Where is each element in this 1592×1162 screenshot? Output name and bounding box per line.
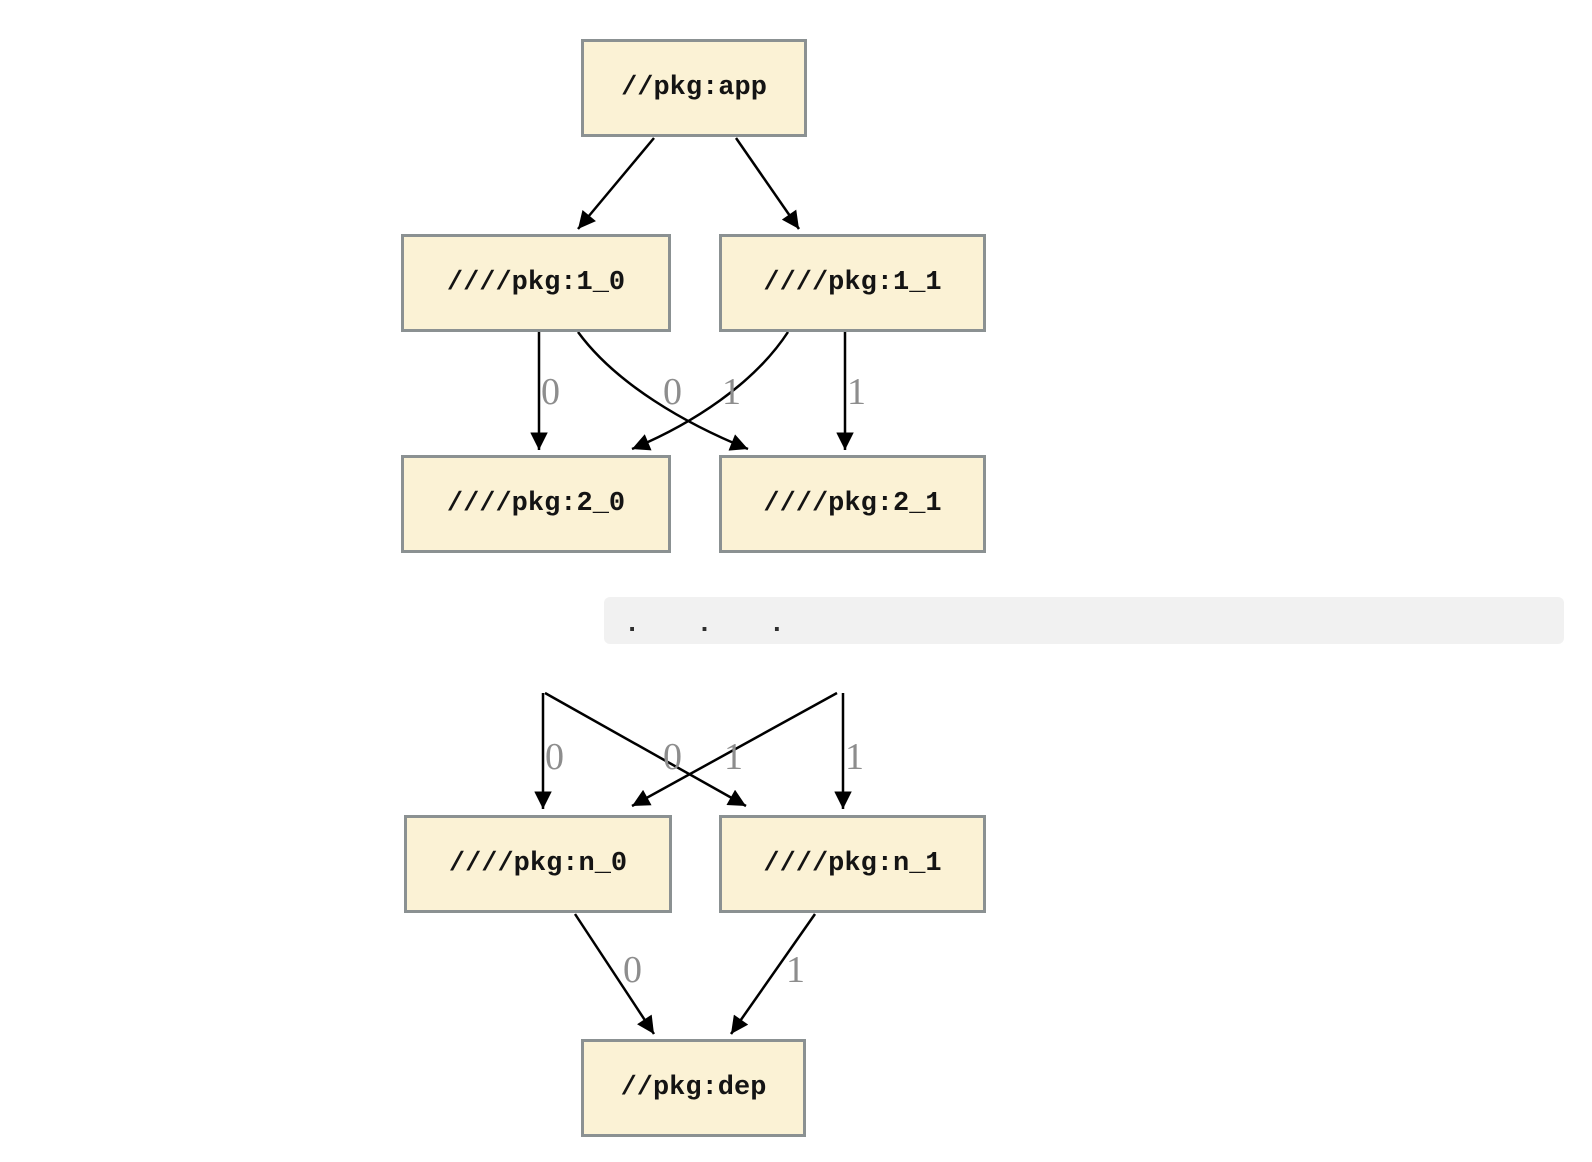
edge-label: 1 — [722, 371, 741, 413]
edge-label: 0 — [663, 371, 682, 413]
node-label: ////pkg:1_0 — [446, 268, 626, 298]
edge-label: 0 — [623, 949, 642, 991]
node-pkg-2_0: ////pkg:2_0 — [401, 455, 671, 553]
node-label: ////pkg:2_1 — [763, 489, 942, 519]
node-label: ////pkg:1_1 — [763, 268, 942, 298]
node-pkg-app: //pkg:app — [581, 39, 807, 137]
node-pkg-dep: //pkg:dep — [581, 1039, 806, 1137]
node-pkg-2_1: ////pkg:2_1 — [719, 455, 986, 553]
edge-label: 0 — [545, 736, 564, 778]
node-label: ////pkg:n_0 — [448, 849, 628, 879]
node-pkg-1_1: ////pkg:1_1 — [719, 234, 986, 332]
node-pkg-n_0: ////pkg:n_0 — [404, 815, 672, 913]
edge-label: 1 — [786, 949, 805, 991]
edge-label: 0 — [541, 371, 560, 413]
node-pkg-n_1: ////pkg:n_1 — [719, 815, 986, 913]
node-label: //pkg:dep — [620, 1073, 767, 1103]
edge-ellipsis-to-n_0-cross — [631, 691, 838, 808]
edge-label: 1 — [845, 736, 864, 778]
node-label: //pkg:app — [621, 73, 767, 103]
edge-label: 0 — [663, 736, 682, 778]
edge-label: 1 — [724, 736, 743, 778]
edge-n_1-to-dep — [729, 913, 817, 1035]
edge-app-to-1_0 — [577, 137, 655, 230]
ellipsis-text: . . . — [624, 610, 806, 640]
edge-label: 1 — [847, 371, 866, 413]
edge-1_1-to-2_0 — [631, 331, 790, 451]
node-pkg-1_0: ////pkg:1_0 — [401, 234, 671, 332]
ellipsis-band: . . . — [604, 597, 1564, 644]
edge-app-to-1_1 — [734, 137, 801, 230]
node-label: ////pkg:n_1 — [763, 849, 942, 879]
edge-1_0-to-2_1 — [576, 331, 749, 451]
edge-ellipsis-to-n_1-cross — [544, 691, 747, 808]
edge-n_0-to-dep — [573, 913, 656, 1035]
node-label: ////pkg:2_0 — [446, 489, 626, 519]
